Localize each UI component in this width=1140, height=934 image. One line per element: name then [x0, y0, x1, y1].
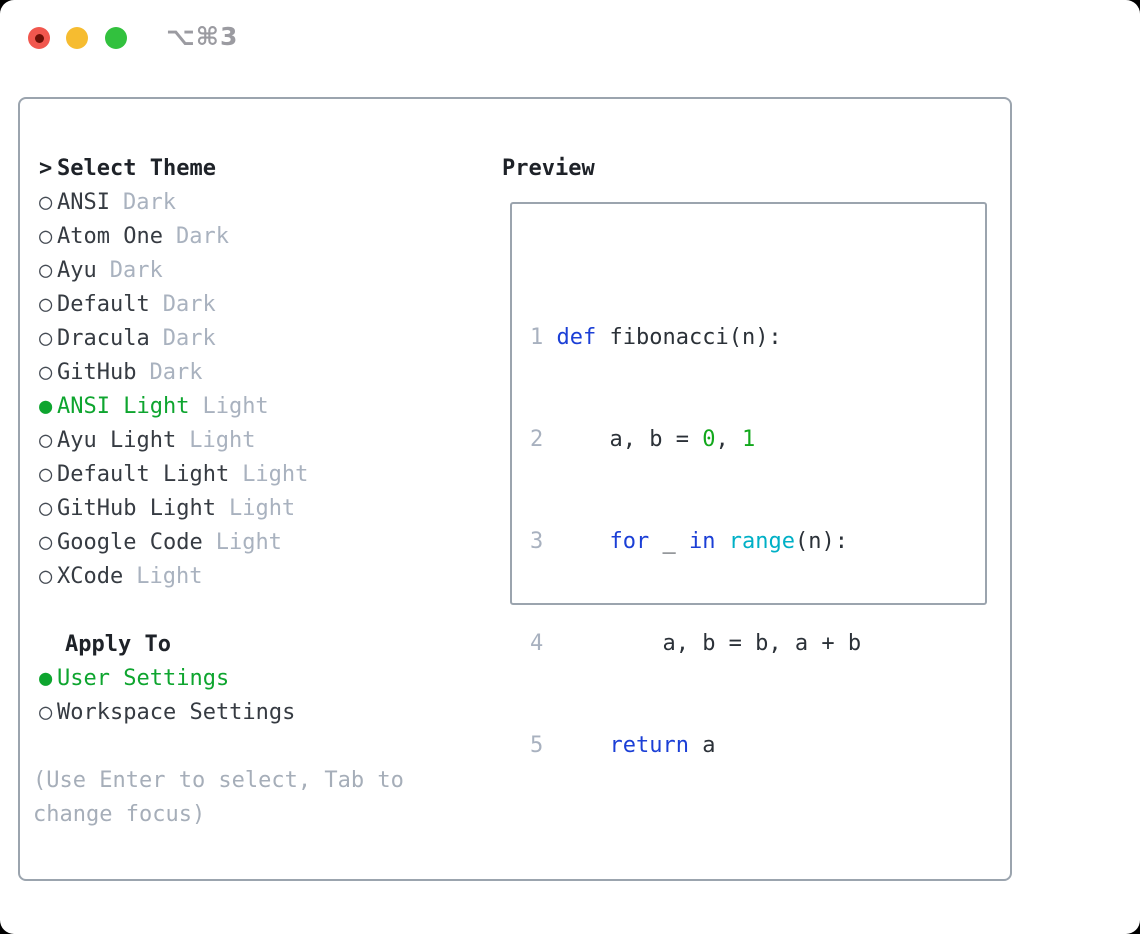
- apply-to-header: Apply To: [65, 632, 171, 657]
- select-theme-header: >Select Theme: [39, 152, 404, 186]
- apply-option-user-settings[interactable]: ●User Settings: [39, 662, 404, 696]
- theme-tag: Dark: [109, 258, 163, 283]
- code-token: a, b = b, a + b: [556, 631, 862, 656]
- code-token: a: [688, 733, 716, 758]
- radio-icon: ○: [39, 564, 53, 589]
- theme-tag: Light: [215, 530, 282, 555]
- code-token: _: [649, 529, 689, 554]
- code-line-4: 4 a, b = b, a + b: [530, 627, 941, 661]
- code-token: range: [728, 529, 795, 554]
- line-number: 2: [530, 427, 557, 452]
- theme-tag: Dark: [162, 292, 216, 317]
- radio-selected-icon: ●: [39, 666, 53, 691]
- code-token: [557, 529, 610, 554]
- preview-box: 1 def fibonacci(n): 2 a, b = 0, 1 3 for …: [510, 202, 987, 758]
- keyboard-shortcut-label: ⌥⌘3: [166, 22, 239, 51]
- radio-icon: ○: [39, 700, 53, 725]
- focus-caret-icon: >: [39, 156, 53, 181]
- code-token: [715, 529, 728, 554]
- code-token: 1: [741, 427, 756, 452]
- code-token: ,: [715, 427, 742, 452]
- code-token: for: [609, 529, 650, 554]
- radio-icon: ○: [39, 360, 53, 385]
- code-token: def: [556, 325, 597, 350]
- radio-icon: ○: [39, 258, 53, 283]
- code-line-5: 5 return a: [530, 729, 941, 763]
- minimize-button[interactable]: [66, 27, 88, 49]
- code-token: [557, 733, 610, 758]
- spacer: [39, 594, 404, 628]
- radio-icon: ○: [39, 530, 53, 555]
- radio-icon: ○: [39, 496, 53, 521]
- hint-text-line-1: (Use Enter to select, Tab to: [33, 768, 404, 793]
- radio-icon: ○: [39, 190, 53, 215]
- theme-tag: Light: [202, 394, 269, 419]
- theme-tag: Dark: [122, 190, 176, 215]
- radio-icon: ○: [39, 292, 53, 317]
- code-line-2: 2 a, b = 0, 1: [530, 423, 941, 457]
- radio-icon: ○: [39, 326, 53, 351]
- code-line-1: 1 def fibonacci(n):: [530, 321, 941, 355]
- radio-icon: ○: [39, 462, 53, 487]
- hint-text-line-2: change focus): [33, 802, 206, 827]
- theme-tag: Light: [228, 496, 296, 521]
- line-number: 1: [530, 325, 557, 350]
- radio-icon: ○: [39, 428, 53, 453]
- code-line-3: 3 for _ in range(n):: [530, 525, 941, 559]
- line-number: 5: [530, 733, 557, 758]
- theme-tag: Dark: [149, 360, 203, 385]
- radio-icon: ○: [39, 224, 53, 249]
- code-token: 0: [702, 427, 716, 452]
- theme-tag: Light: [189, 428, 256, 453]
- theme-tag: Light: [242, 462, 309, 487]
- theme-tag: Light: [136, 564, 203, 589]
- line-number: 3: [530, 529, 557, 554]
- code-token: a, b =: [556, 427, 703, 452]
- theme-tag: Dark: [175, 224, 229, 249]
- code-token: in: [688, 529, 716, 554]
- spacer: [39, 730, 404, 764]
- apply-option-workspace-settings[interactable]: ○Workspace Settings: [39, 696, 404, 730]
- select-theme-title: Select Theme: [57, 156, 216, 181]
- close-button[interactable]: [28, 27, 50, 49]
- zoom-button[interactable]: [105, 27, 127, 49]
- preview-title: Preview: [502, 156, 595, 181]
- theme-tag: Dark: [162, 326, 216, 351]
- code-token: return: [609, 733, 689, 758]
- line-number: 4: [530, 631, 557, 656]
- code-token: (n):: [794, 529, 848, 554]
- radio-selected-icon: ●: [39, 394, 53, 419]
- code-preview: 1 def fibonacci(n): 2 a, b = 0, 1 3 for …: [530, 253, 941, 934]
- code-token: fibonacci(n):: [596, 325, 782, 350]
- blank-code-line: [530, 831, 941, 865]
